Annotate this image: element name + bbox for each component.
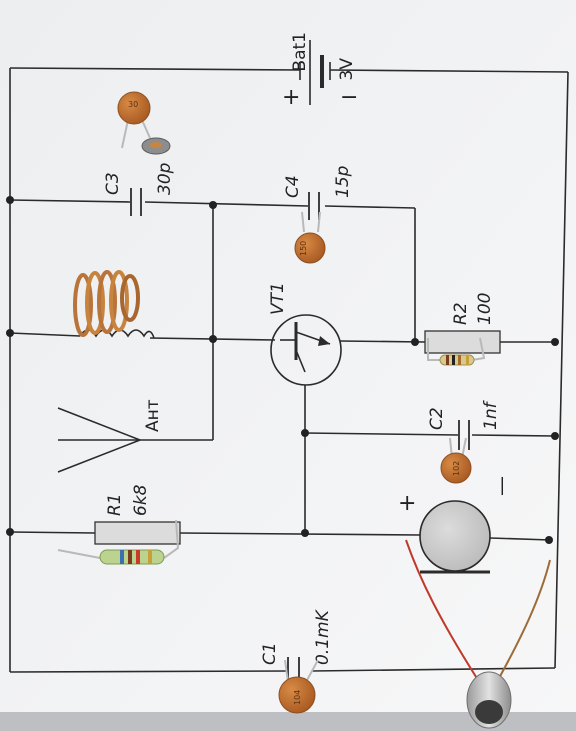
c3-value-label: 30p	[155, 162, 175, 195]
c2-label: C2	[427, 407, 447, 430]
copper-coil	[73, 270, 140, 337]
electret-microphone	[405, 539, 551, 729]
c3-disc-marking: 30	[128, 100, 138, 109]
r1-resistor	[57, 519, 180, 565]
c3-ceramic-capacitor: 30	[117, 91, 171, 155]
c2-ceramic-capacitor: 102	[440, 437, 472, 484]
r1-symbol	[94, 521, 181, 545]
c3-label: C3	[103, 172, 123, 195]
r2-label: R2	[451, 302, 471, 325]
mic-plus-label: +	[398, 491, 416, 516]
c1-label: C1	[260, 642, 280, 665]
mic-minus-label: —	[489, 476, 513, 496]
r2-resistor	[427, 337, 486, 366]
vt1-label: VT1	[268, 282, 288, 315]
c2-symbol	[458, 420, 470, 450]
c4-label: C4	[283, 175, 303, 198]
c2-disc-marking: 102	[452, 461, 461, 476]
battery-voltage-label: 3V	[337, 58, 357, 81]
r1-label: R1	[105, 493, 125, 516]
antenna-symbol	[57, 407, 141, 473]
board-bottom-edge	[0, 712, 576, 731]
battery-plus-label: +	[282, 85, 300, 110]
c4-ceramic-capacitor: 150	[294, 211, 326, 264]
c4-value-label: 15p	[333, 165, 353, 198]
c4-disc-marking: 150	[299, 241, 308, 256]
c1-disc-marking: 104	[293, 690, 302, 705]
battery-minus-label: −	[340, 85, 358, 110]
antenna-label: Ант	[143, 399, 163, 432]
schematic-wires	[9, 67, 569, 673]
microphone-symbol	[419, 500, 491, 574]
r2-symbol	[424, 330, 501, 354]
c2-value-label: 1nf	[481, 399, 501, 430]
battery-label: Bat1	[290, 32, 310, 72]
r2-value-label: 100	[475, 293, 495, 325]
c1-value-label: 0.1mK	[313, 608, 333, 665]
junction-dots	[6, 196, 559, 544]
c3-symbol	[130, 188, 142, 216]
c1-ceramic-capacitor: 104	[278, 659, 319, 714]
battery-symbol	[299, 40, 331, 105]
transistor-symbol	[270, 314, 342, 386]
r1-value-label: 6k8	[131, 484, 151, 516]
